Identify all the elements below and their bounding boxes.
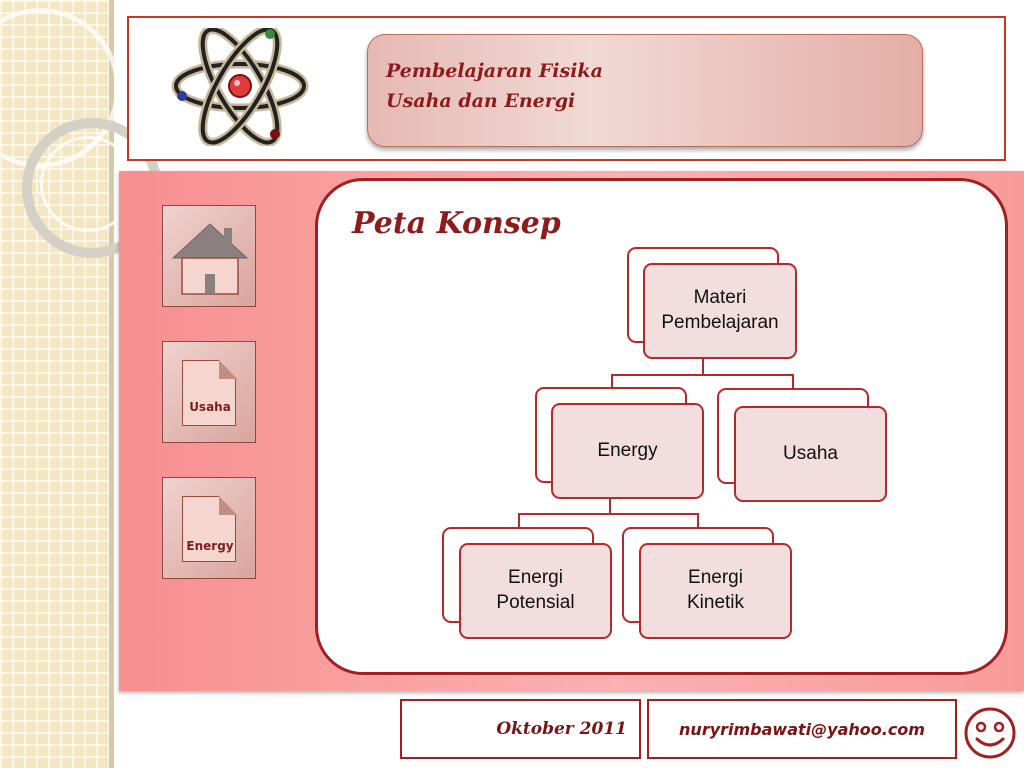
node-energi-potensial[interactable]: Energi Potensial <box>459 543 612 639</box>
node-usaha[interactable]: Usaha <box>734 406 887 502</box>
footer-date: Oktober 2011 <box>400 699 641 759</box>
node-energy[interactable]: Energy <box>551 403 704 499</box>
footer-email[interactable]: nuryrimbawati@yahoo.com <box>647 699 957 759</box>
node-materi-pembelajaran[interactable]: Materi Pembelajaran <box>643 263 797 359</box>
smiley-icon <box>962 707 1018 759</box>
node-energi-kinetik[interactable]: Energi Kinetik <box>639 543 792 639</box>
